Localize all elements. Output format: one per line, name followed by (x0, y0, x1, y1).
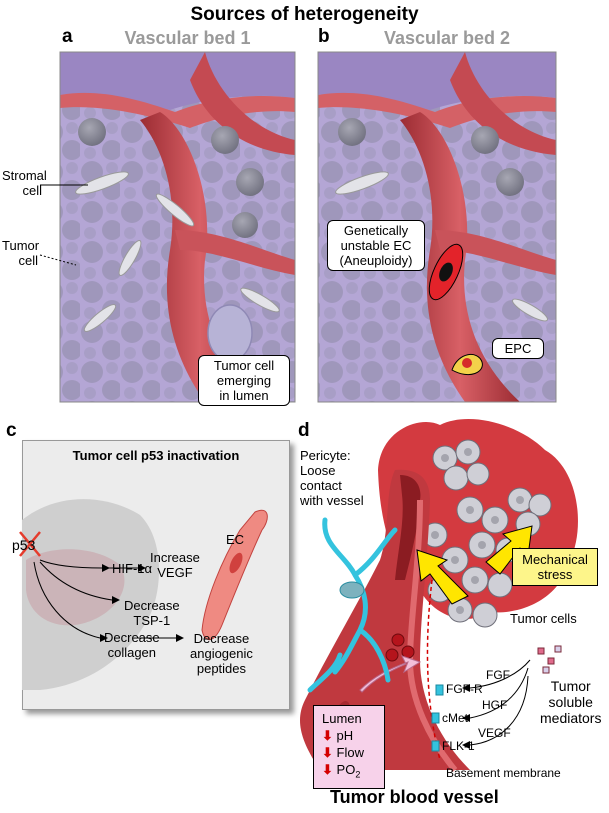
mechanical-stress-label: Mechanical stress (512, 548, 598, 586)
lumen-title: Lumen (322, 711, 362, 726)
panel-a-header: Vascular bed 1 (124, 28, 251, 48)
hgf-label: HGF (482, 698, 508, 712)
tumor-blood-vessel-title: Tumor blood vessel (330, 787, 499, 807)
pericyte-label: Pericyte: Loose contact with vessel (300, 448, 364, 508)
panel-c-letter: c (6, 420, 17, 441)
lumen-ph: ⬇ pH (322, 728, 354, 743)
panel-c-title: Tumor cell p53 inactivation (72, 448, 240, 463)
decrease-tsp-label: Decrease TSP-1 (124, 598, 180, 628)
down-arrow-icon: ⬇ (322, 762, 333, 777)
tumor-soluble-mediators-label: Tumor soluble mediators (540, 678, 602, 726)
down-arrow-icon: ⬇ (322, 745, 333, 760)
tumor-cells-label: Tumor cells (510, 611, 577, 626)
increase-vegf-label: Increase VEGF (150, 550, 200, 580)
hif-label: HIF-1α (112, 561, 153, 576)
cmet-label: cMet (442, 711, 469, 725)
down-arrow-icon: ⬇ (322, 728, 333, 743)
p53-label: p53 (12, 537, 36, 553)
figure-title: Sources of heterogeneity (190, 4, 419, 25)
tumor-cell-emerging-callout: Tumor cell emerging in lumen (198, 355, 290, 406)
flk-1-label: FLK-1 (442, 739, 475, 753)
fgf-r-label: FGF-R (446, 682, 483, 696)
genetically-unstable-ec-callout: Genetically unstable EC (Aneuploidy) (327, 220, 425, 271)
fgf-label: FGF (486, 668, 510, 682)
panel-a-image (60, 52, 295, 402)
lumen-po2: ⬇ PO2 (322, 762, 361, 780)
lumen-flow: ⬇ Flow (322, 745, 364, 760)
panel-d-letter: d (298, 420, 310, 441)
panel-b-letter: b (318, 26, 330, 47)
epc-callout: EPC (492, 338, 544, 359)
basement-membrane-label: Basement membrane (446, 766, 561, 780)
ec-label: EC (226, 532, 245, 547)
stromal-cell-label: Stromal cell (2, 168, 47, 198)
decrease-collagen-label: Decrease collagen (104, 630, 160, 660)
panel-b-header: Vascular bed 2 (383, 28, 511, 48)
tumor-cell-label: Tumor cell (2, 238, 40, 268)
vegf-label: VEGF (478, 726, 511, 740)
panel-a-letter: a (62, 26, 73, 47)
decrease-peptides-label: Decrease angiogenic peptides (190, 631, 253, 676)
lumen-box: Lumen ⬇ pH ⬇ Flow ⬇ PO2 (313, 705, 385, 789)
